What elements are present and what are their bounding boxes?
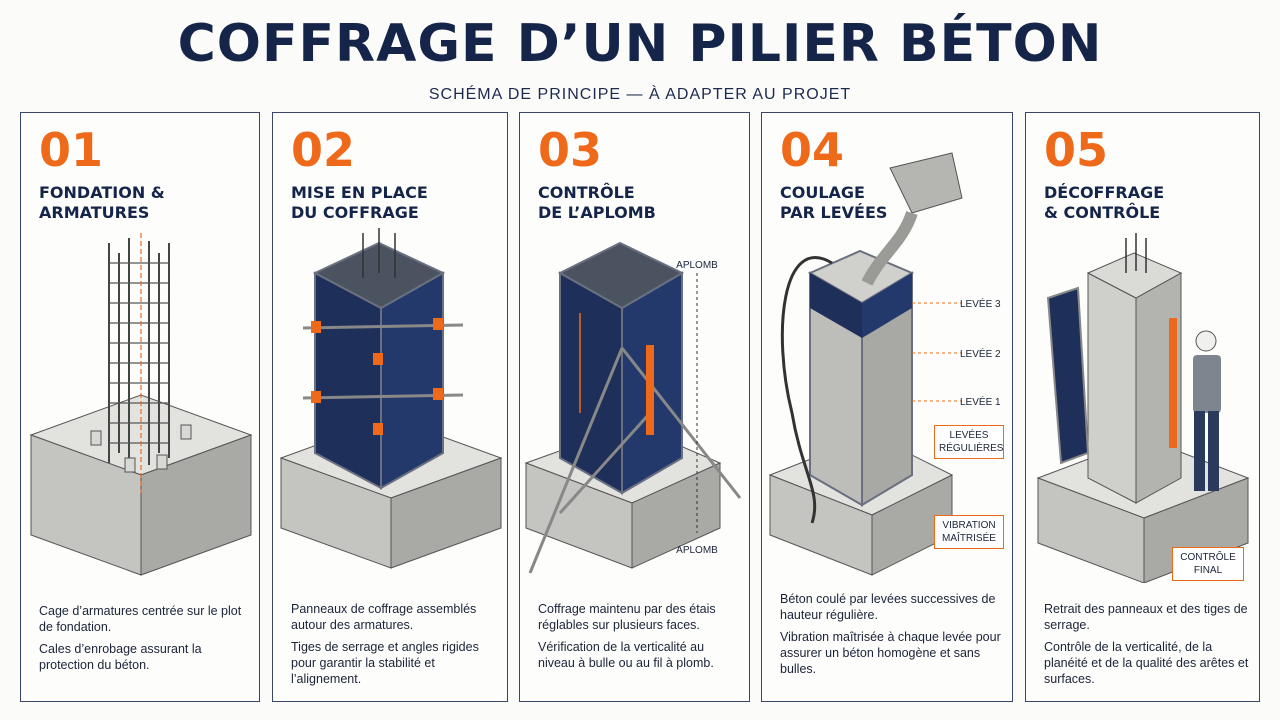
step-panel-4: LEVÉE 3 LEVÉE 2 LEVÉE 1 LEVÉES RÉGULIÈRE…: [761, 112, 1013, 702]
badge-levees-regulieres: LEVÉES RÉGULIÈRES: [934, 425, 1004, 459]
label-levee-3: LEVÉE 3: [960, 297, 1001, 310]
step-panel-1: 01 FONDATION &ARMATURES Cage d’armatures…: [20, 112, 260, 702]
pouring-illustration: LEVÉE 3 LEVÉE 2 LEVÉE 1: [768, 152, 1001, 576]
step-description: Cage d’armatures centrée sur le plot de …: [39, 604, 242, 672]
page-subtitle: SCHÉMA DE PRINCIPE — À ADAPTER AU PROJET: [428, 86, 852, 103]
step-description: Retrait des panneaux et des tiges de ser…: [1044, 602, 1249, 686]
step-number: 04: [780, 123, 845, 177]
step-number: 02: [291, 123, 356, 177]
page-title: COFFRAGE D’UN PILIER BÉTON: [177, 14, 1103, 74]
label-levee-1: LEVÉE 1: [960, 395, 1001, 408]
label-aplomb-bottom: APLOMB: [676, 545, 718, 556]
label-levee-2: LEVÉE 2: [960, 347, 1001, 360]
step-number: 03: [538, 123, 603, 177]
step-description: Béton coulé par levées successives de ha…: [780, 592, 1001, 676]
step-description: Coffrage maintenu par des étais réglable…: [538, 602, 716, 670]
plumb-check-illustration: APLOMB APLOMB: [524, 241, 742, 574]
formwork-illustration: [279, 228, 503, 569]
formwork-removal-illustration: [1036, 233, 1250, 583]
badge-vibration-maitrisee: VIBRATION MAÎTRISÉE: [934, 515, 1004, 549]
foundation-rebar-illustration: [29, 233, 253, 576]
step-panel-5: CONTRÔLE FINAL 05 DÉCOFFRAGE& CONTRÔLE R…: [1025, 112, 1260, 702]
step-title: DÉCOFFRAGE& CONTRÔLE: [1044, 183, 1165, 222]
label-aplomb-top: APLOMB: [676, 260, 718, 271]
step-title: FONDATION &ARMATURES: [39, 183, 165, 222]
step-description: Panneaux de coffrage assemblés autour de…: [291, 602, 479, 686]
step-number: 05: [1044, 123, 1109, 177]
step-number: 01: [39, 123, 104, 177]
badge-controle-final: CONTRÔLE FINAL: [1172, 547, 1244, 581]
